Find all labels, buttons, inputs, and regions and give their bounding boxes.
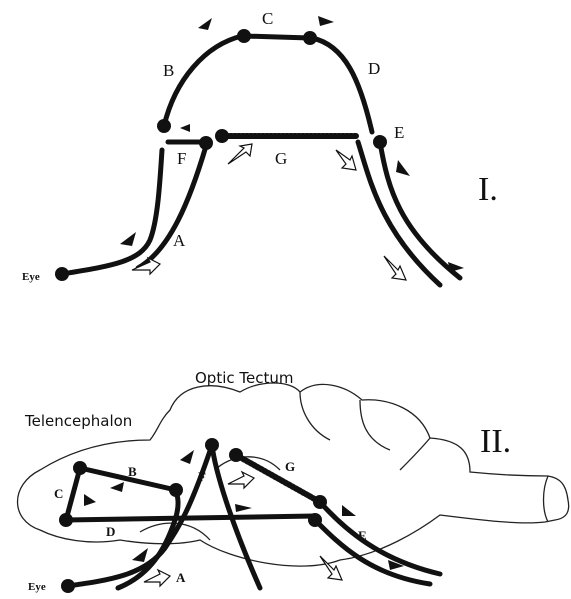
neuron-ii-c-bottom: [59, 513, 73, 527]
pathway-ii-eye: [68, 445, 212, 586]
pathway-e-inner: [380, 142, 460, 278]
arrow-ii-solid-d: [235, 504, 252, 512]
label-f: F: [177, 149, 186, 168]
pathway-a-eye-to-f: [62, 150, 162, 274]
arrow-ii-solid-e1: [342, 505, 356, 516]
arrow-ii-solid-c: [84, 494, 96, 506]
neuron-ii-eye: [61, 579, 75, 593]
label-ii-g: G: [285, 459, 295, 474]
brain-cleft-2: [300, 392, 330, 440]
arrow-solid-a: [120, 232, 136, 246]
arrow-open-g-right: [336, 150, 356, 170]
neuron-f: [199, 136, 213, 150]
brain-cleft-6: [544, 476, 549, 522]
label-ii-e: E: [358, 528, 367, 543]
brain-cleft-3: [360, 400, 390, 450]
pathway-d: [312, 38, 372, 132]
arrow-solid-f: [180, 124, 190, 132]
neuron-ii-e: [308, 513, 322, 527]
neuron-ii-c-top: [73, 461, 87, 475]
pathway-b: [164, 36, 242, 126]
pathway-ii-e-inner: [320, 502, 440, 574]
neuron-c-right: [303, 31, 317, 45]
neuron-ii-g-start: [229, 448, 243, 462]
label-a: A: [173, 231, 186, 250]
label-eye: Eye: [22, 271, 40, 283]
label-b: B: [163, 61, 174, 80]
panel-numeral: I.: [478, 171, 498, 208]
arrow-ii-solid-b: [110, 482, 124, 492]
label-ii-c: C: [54, 486, 63, 501]
panel-numeral-ii: II.: [480, 423, 511, 460]
label-c: C: [262, 9, 273, 28]
pathway-a-branch-to-f: [138, 146, 206, 268]
panel-1-schematic: C B D E F G A Eye I.: [22, 9, 498, 285]
arrow-ii-open-g: [228, 472, 254, 488]
arrow-ii-open-a: [144, 570, 170, 586]
label-ii-eye: Eye: [28, 581, 46, 593]
pathway-ii-d: [66, 516, 315, 520]
label-ii-b: B: [128, 464, 137, 479]
label-g: G: [275, 149, 287, 168]
label-ii-f: F: [198, 469, 206, 484]
neuron-ii-b: [169, 483, 183, 497]
region-label-telencephalon: Telencephalon: [24, 412, 132, 430]
arrow-ii-solid-a: [132, 548, 148, 562]
arrow-open-e: [384, 256, 406, 280]
label-e: E: [394, 123, 404, 142]
pathway-c: [244, 36, 310, 38]
arrow-ii-open-e: [320, 556, 342, 580]
label-ii-d: D: [106, 524, 115, 539]
pathway-ii-c: [66, 468, 80, 520]
neuron-g-start: [215, 129, 229, 143]
neuron-b-start: [157, 119, 171, 133]
neuron-eye: [55, 267, 69, 281]
neuron-ii-f: [205, 438, 219, 452]
arrow-solid-e2: [448, 262, 464, 272]
brain-cleft-4: [400, 438, 430, 470]
arrow-open-g-left: [228, 144, 252, 164]
label-ii-a: A: [176, 570, 186, 585]
neuron-e: [373, 135, 387, 149]
label-d: D: [368, 59, 380, 78]
arrow-solid-c: [318, 16, 334, 26]
neuron-c-left: [237, 29, 251, 43]
arrow-solid-b: [198, 18, 212, 30]
arrow-solid-e1: [396, 160, 410, 176]
panel-2-brain: Optic Tectum Telencephalon II. B C D F G…: [18, 369, 569, 593]
region-label-optic-tectum: Optic Tectum: [195, 369, 293, 387]
neuron-ii-g-end: [313, 495, 327, 509]
arrow-ii-solid-f: [180, 450, 194, 464]
